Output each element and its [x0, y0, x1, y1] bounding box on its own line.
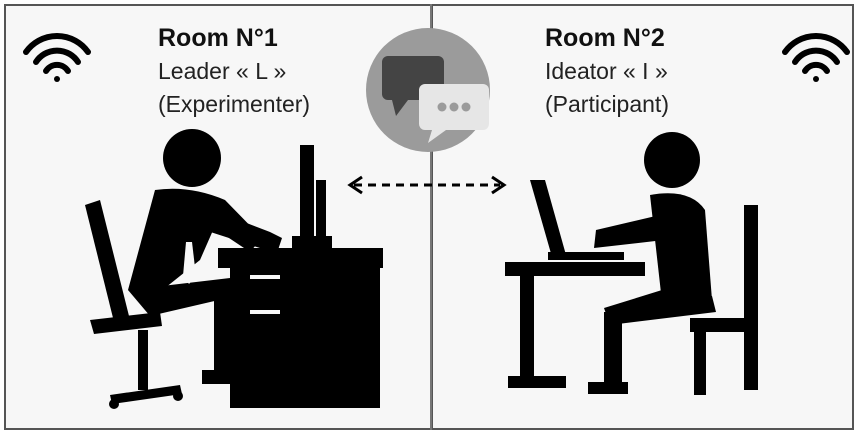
room-1-person: (Experimenter): [158, 88, 310, 121]
participant-silhouette: [505, 132, 758, 395]
double-arrow-dashed: [350, 177, 504, 193]
room-2-role: Ideator « I »: [545, 55, 669, 88]
desk-body: [230, 268, 380, 408]
laptop-screen: [530, 180, 566, 257]
room-1-role: Leader « L »: [158, 55, 310, 88]
room-1-labels: Room N°1 Leader « L » (Experimenter): [158, 22, 310, 121]
monitor: [300, 145, 314, 240]
room-2-person: (Participant): [545, 88, 669, 121]
room-2-labels: Room N°2 Ideator « I » (Participant): [545, 22, 669, 121]
room-2-title: Room N°2: [545, 22, 669, 55]
wifi-icon: [785, 36, 847, 82]
room-1-title: Room N°1: [158, 22, 310, 55]
wifi-icon: [26, 36, 88, 82]
desk-top: [218, 248, 383, 268]
leader-silhouette: [85, 129, 383, 409]
laptop-base: [548, 252, 624, 260]
chat-bubbles-icon: [366, 28, 490, 152]
desk-top: [505, 262, 645, 276]
